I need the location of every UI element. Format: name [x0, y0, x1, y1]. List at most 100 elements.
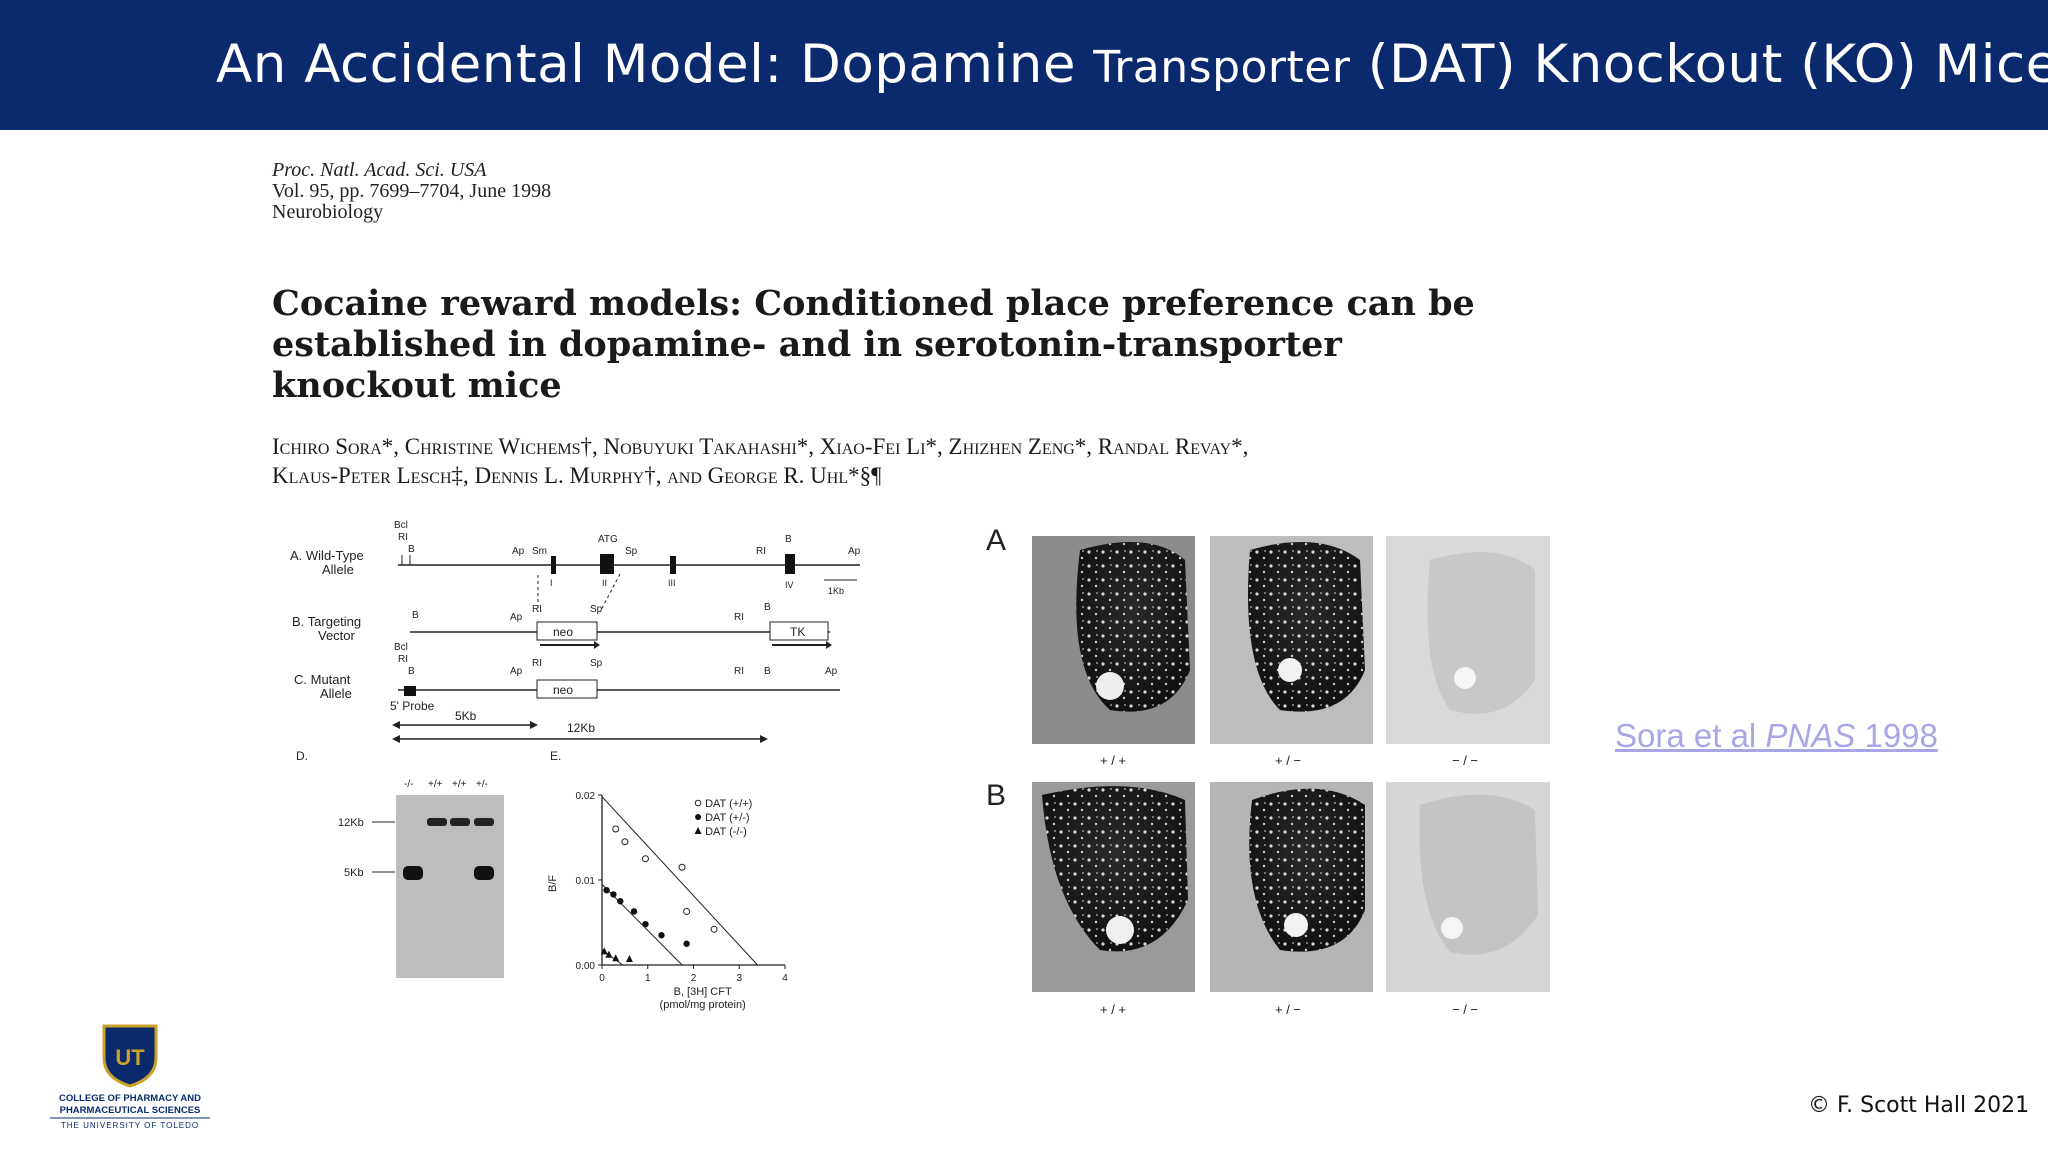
gene-targeting-figure: A. Wild-Type Allele Bcl RI B Ap Sm I ATG… — [290, 520, 861, 1011]
row-b-label-2: Vector — [318, 628, 356, 643]
striatum-speckle-a-wt — [1076, 542, 1190, 712]
exon-4-label: IV — [785, 580, 794, 590]
site-ri-c3: RI — [734, 666, 744, 677]
striatum-speckle-b-het — [1249, 788, 1365, 952]
chart-fit-line — [601, 883, 683, 966]
exon-4 — [785, 554, 795, 574]
striatum-a-ko — [1427, 552, 1535, 714]
chart-point-open-circle — [641, 855, 649, 863]
kb5-head-right — [530, 721, 538, 729]
chart-xlabel-2: (pmol/mg protein) — [660, 999, 746, 1011]
citation-text: Sora et al — [1615, 717, 1766, 754]
site-b-c: B — [408, 666, 415, 677]
header-bar — [0, 0, 2048, 130]
chart-x-tick-label: 0 — [599, 973, 605, 984]
exon-1-label: I — [550, 578, 553, 588]
authors-line-1: Ichiro Sora*, Christine Wichems†, Nobuyu… — [272, 434, 1249, 459]
site-ap-a: Ap — [512, 546, 525, 557]
chart-point-open-circle — [710, 925, 718, 933]
ventricle-b-ko — [1441, 917, 1463, 939]
blot-lane-2: +/+ — [428, 779, 443, 790]
legend-label: DAT (+/+) — [705, 798, 752, 810]
site-ri-c2: RI — [532, 658, 542, 669]
band-12kb-2 — [427, 818, 447, 826]
chart-point-open-circle — [683, 907, 691, 915]
legend-marker-filled-circle — [695, 814, 702, 820]
site-b-b: B — [412, 610, 419, 621]
blot-lane-3: +/+ — [452, 779, 467, 790]
chart-point-filled-circle — [630, 908, 638, 915]
journal-name: Proc. Natl. Acad. Sci. USA — [272, 159, 487, 181]
paper-title: Cocaine reward models: Conditioned place… — [272, 283, 1572, 406]
logo-line-1: COLLEGE OF PHARMACY AND — [59, 1093, 201, 1104]
site-b-a: B — [408, 544, 415, 555]
site-bcl-c: Bcl — [394, 642, 408, 653]
blot-5kb-label: 5Kb — [344, 867, 364, 879]
site-b-b2: B — [764, 602, 771, 613]
tk-box — [769, 621, 829, 641]
citation-link[interactable]: Sora et al PNAS 1998 — [1615, 717, 1938, 755]
neo-label-c: neo — [553, 683, 573, 697]
tk-arrowhead — [826, 641, 832, 649]
title-part-2: Transporter — [1093, 42, 1351, 93]
band-5kb-1 — [403, 866, 423, 880]
ventricle-b-het — [1284, 913, 1308, 937]
chart-point-open-circle — [612, 825, 620, 833]
journal-volume: Vol. 95, pp. 7699–7704, June 1998 — [272, 180, 552, 202]
kb12-head-right — [760, 735, 768, 743]
exon-2-label: II — [602, 578, 607, 588]
chart-point-filled-circle — [658, 932, 665, 939]
site-sp-c: Sp — [590, 658, 603, 669]
scale-1kb: 1Kb — [828, 586, 844, 596]
exon-3 — [670, 556, 676, 574]
chart-x-tick-label: 1 — [645, 973, 651, 984]
ventricle-b-wt — [1106, 916, 1134, 944]
chart-xlabel: B, [3H] CFT — [674, 986, 732, 998]
band-12kb-3 — [450, 818, 470, 826]
site-sp-a: Sp — [625, 546, 638, 557]
chart-point-open-circle — [678, 863, 686, 871]
row-a-label: A. Wild-Type — [290, 548, 364, 563]
kb12-label: 12Kb — [567, 721, 595, 735]
logo-letters: UT — [115, 1045, 145, 1070]
site-ri-c: RI — [398, 654, 408, 665]
genotype-a-2: + / − — [1275, 753, 1301, 768]
paper-title-line-3: knockout mice — [272, 365, 562, 406]
neo-box-b — [536, 621, 598, 641]
site-bcl-a: Bcl — [394, 520, 408, 531]
title-part-1: An Accidental Model: Dopamine — [216, 34, 1094, 95]
blot-lane-1: -/- — [404, 779, 413, 790]
site-ri-a2: RI — [756, 546, 766, 557]
row-c-label: C. Mutant — [294, 672, 351, 687]
paper-title-line-1: Cocaine reward models: Conditioned place… — [272, 283, 1475, 324]
chart-x-tick-label: 4 — [782, 973, 788, 984]
chart-point-triangle — [605, 950, 613, 958]
kb12-head-left — [392, 735, 400, 743]
authors-line-2: Klaus-Peter Lesch‡, Dennis L. Murphy†, a… — [272, 463, 882, 488]
neo-box-c — [536, 679, 598, 699]
atg-label: ATG — [598, 534, 618, 545]
chart-fit-line — [601, 796, 758, 966]
neo-arrowhead-b — [594, 641, 600, 649]
tk-label: TK — [790, 625, 805, 639]
legend-marker-open-circle — [694, 799, 702, 807]
chart-point-triangle — [625, 955, 633, 963]
ventricle-a-wt — [1096, 672, 1124, 700]
legend-label: DAT (-/-) — [705, 826, 747, 838]
exon-1 — [551, 556, 556, 574]
exon-2 — [600, 554, 614, 574]
genotype-a-3: − / − — [1452, 753, 1478, 768]
citation-journal: PNAS — [1765, 717, 1856, 754]
genotype-a-1: + / + — [1100, 753, 1126, 768]
chart-point-triangle — [600, 947, 608, 955]
chart-ylabel: B/F — [547, 875, 559, 892]
title-part-3: (DAT) Knockout (KO) Mice — [1350, 34, 2048, 95]
brain-panel-a-label: A — [986, 524, 1006, 557]
site-ap-c: Ap — [510, 666, 523, 677]
chart-point-filled-circle — [617, 898, 624, 905]
genotype-b-1: + / + — [1100, 1002, 1126, 1017]
genotype-b-3: − / − — [1452, 1002, 1478, 1017]
site-sp-b: Sp — [590, 604, 603, 615]
chart-point-triangle — [612, 954, 620, 962]
band-5kb-4 — [474, 866, 494, 880]
